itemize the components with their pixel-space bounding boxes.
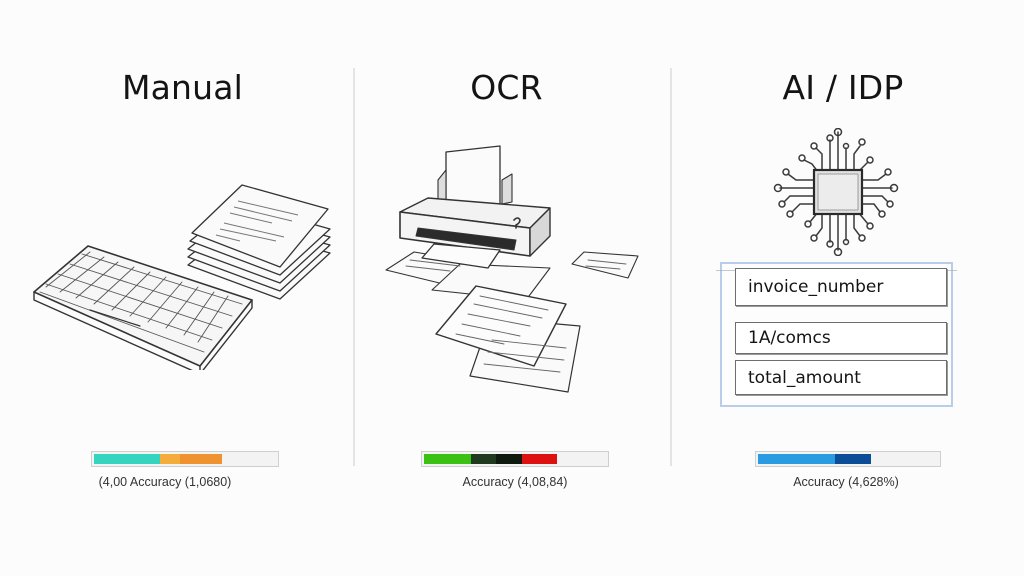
panel-ocr: OCR <box>355 0 670 576</box>
bar-segment <box>424 454 471 464</box>
paper-stack-icon <box>187 184 331 300</box>
bar-segment <box>471 454 496 464</box>
accuracy-label-manual: (4,00 Accuracy (1,0680) <box>98 475 232 489</box>
panel-divider-2 <box>670 68 672 466</box>
accuracy-bar-manual <box>91 451 279 467</box>
accuracy-bar-ocr <box>421 451 609 467</box>
field-total-amount: total_amount <box>735 360 947 395</box>
field-invoice-number: invoice_number <box>735 268 947 306</box>
printer-icon <box>385 145 639 393</box>
circuit-chip-icon <box>773 128 899 256</box>
bar-segment <box>496 454 522 464</box>
accuracy-label-ai-idp: Accuracy (4,628%) <box>793 475 899 489</box>
accuracy-label-ocr: Accuracy (4,08,84) <box>462 475 568 489</box>
bar-segment <box>522 454 557 464</box>
panel-divider-1 <box>353 68 355 466</box>
bar-segment <box>160 454 180 464</box>
accuracy-bar-ai-idp <box>755 451 941 467</box>
panel-heading-manual: Manual <box>121 68 244 107</box>
bar-segment <box>94 454 160 464</box>
bar-segment <box>835 454 871 464</box>
panel-heading-ocr: OCR <box>470 68 543 107</box>
bar-segment <box>758 454 835 464</box>
keyboard-icon <box>33 245 253 370</box>
panel-manual: Manual <box>0 0 353 576</box>
panel-heading-ai-idp: AI / IDP <box>782 68 904 107</box>
bar-segment <box>180 454 222 464</box>
field-vendor-value: 1A/comcs <box>735 322 947 354</box>
panel-ai-idp: AI / IDP <box>672 0 1024 576</box>
